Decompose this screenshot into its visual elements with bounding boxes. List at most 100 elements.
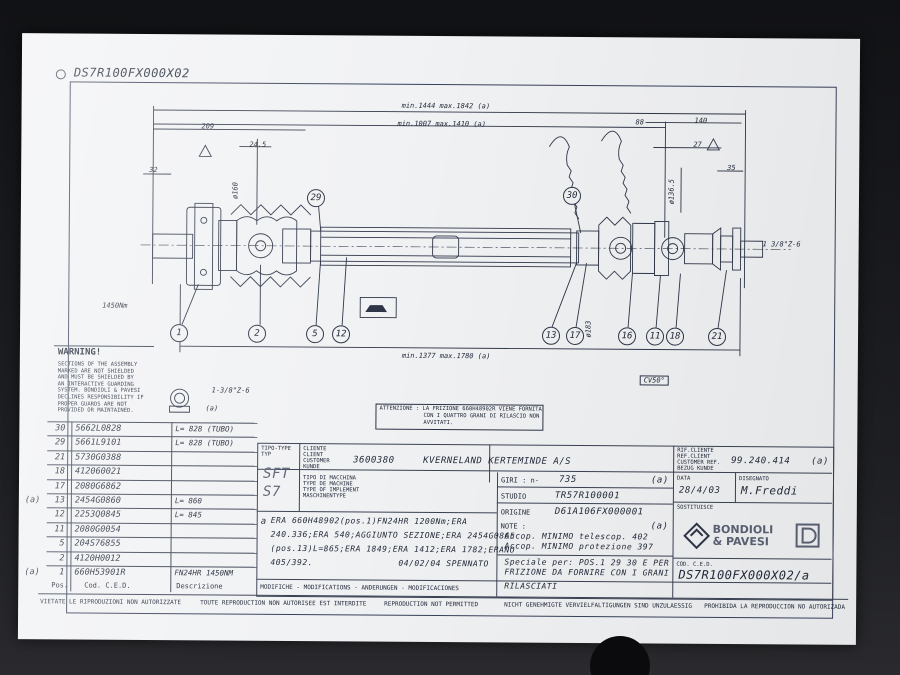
giri-value: 735: [558, 474, 577, 485]
row-pos: 12: [54, 509, 65, 520]
note-mark: (a): [650, 521, 669, 532]
row-code: 5730G0388: [75, 452, 122, 463]
dim-209: 209: [201, 122, 215, 131]
data-label: DATA: [677, 475, 691, 482]
dim-140: 140: [694, 116, 708, 125]
mod-line-3: (pos.13)L=865;ERA 1849;ERA 1412;ERA 1782…: [270, 543, 516, 555]
balloon-11: 11: [645, 327, 665, 346]
row-pos: 29: [54, 437, 66, 448]
speciale-3: RILASCIATI: [504, 581, 558, 591]
balloon-12: 12: [331, 325, 351, 344]
cliente-label: CLIENTE CLIENT CUSTOMER KUNDE: [303, 446, 330, 471]
row-pos: 30: [55, 423, 66, 434]
row-desc: L= 828 (TUBO): [175, 424, 235, 434]
rif-value: 99.240.414: [731, 456, 791, 467]
drawing-sheet: DS7R100FX000X02: [17, 33, 861, 645]
shaft-drawing: [140, 105, 791, 413]
spline-left: 1-3/8"Z-6: [211, 386, 250, 395]
dim-closed: min.1377 max.1780 (a): [401, 351, 491, 361]
torque-label: 1450Nm: [102, 301, 128, 310]
row-pos: 13: [54, 495, 65, 506]
logo-diamond-icon: [683, 522, 711, 550]
note-label: NOTE :: [500, 522, 527, 531]
row-mark: (a): [24, 495, 41, 506]
cliente-code: 3600380: [353, 455, 395, 466]
attention-line: AVVITATI.: [423, 419, 454, 427]
macchina-label: TIPO DI MACCHINA TYPE DE MACHINE TYPE OF…: [302, 475, 360, 500]
row-code: 412060021: [75, 466, 122, 477]
dim-overall-max: min.1444 max.1842 (a): [401, 101, 491, 111]
row-code: 5662L0828: [75, 423, 122, 434]
bondioli-logo: [683, 522, 711, 550]
warning-line: SYSTEM. BONDIOLI & PAVESI: [57, 387, 141, 395]
brand-name: BONDIOLI & PAVESI: [712, 522, 774, 549]
studio-value: TR57R100001: [554, 490, 621, 502]
row-desc: L= 860: [174, 496, 202, 506]
row-pos: 21: [54, 452, 66, 463]
row-pos: 18: [54, 466, 66, 477]
warning-line: PROVIDED OR MAINTAINED.: [57, 407, 134, 415]
row-code: 660H53901R: [74, 567, 126, 578]
dim-24-5: 24.5: [249, 140, 267, 149]
row-code: 2080G0054: [74, 524, 121, 535]
data-value: 28/4/03: [678, 485, 721, 496]
attention-line: CON I QUATTRO GRANI DI RILASCIO NON: [423, 412, 540, 420]
dim-183: ø183: [584, 320, 593, 338]
mod-date: 04/02/04 SPENNATO: [398, 558, 489, 569]
row-pos: 1: [59, 567, 65, 578]
mod-line-1: ERA 660H48902(pos.1)FN24HR 1200Nm;ERA: [270, 515, 468, 527]
origine-label: ORIGINE: [500, 508, 531, 517]
row-desc: FN24HR 1450NM: [174, 568, 234, 578]
disegnato-label: DISEGNATO: [739, 476, 769, 483]
rif-label: RIF.CLIENTE REF.CLIENT CUSTOMER REF. BEZ…: [677, 447, 721, 472]
cv-angle-box: CV50°: [639, 375, 669, 386]
footer-text: VIETATE LE RIPRODUZIONI NON AUTORIZZATE: [40, 598, 182, 607]
row-desc: L= 828 (TUBO): [175, 438, 235, 448]
parts-header-pos: Pos.: [51, 581, 69, 590]
row-pos: 5: [59, 538, 65, 549]
mod-mark: a: [260, 516, 267, 527]
parts-header-code: Cod. C.E.D.: [84, 581, 131, 590]
tb-v4: [734, 472, 737, 503]
row-pos: 11: [54, 524, 65, 535]
mod-line-4: 405/392.: [270, 557, 313, 568]
speciale-2: FRIZIONE DA FORNIRE CON I GRANI: [504, 567, 670, 578]
tipo-label: TIPO-TYPE TYP: [261, 445, 292, 458]
dim-136: ø136.5: [667, 178, 676, 205]
studio-label: STUDIO: [500, 492, 527, 501]
attention-line: ATTENZIONE : LA FRIZIONE 660H48902R VIEN…: [379, 405, 542, 413]
cliente-name: KVERNELAND KERTEMINDE A/S: [423, 455, 572, 467]
note-line-1: Accop. MINIMO telescop. 402: [504, 531, 649, 542]
disegnato-value: M.Freddi: [740, 484, 798, 498]
giri-mark: (a): [650, 475, 669, 486]
footer-text: TOUTE REPRODUCTION NON AUTORISEE EST INT…: [200, 599, 367, 608]
cod-value: DS7R100FX000X02/a: [678, 567, 810, 583]
balloon-1: 1: [169, 324, 189, 343]
balloon-16: 16: [617, 327, 637, 346]
row-code: 5661L9101: [75, 437, 122, 449]
balloon-30: 30: [562, 186, 582, 205]
tipo-value: SFT S7: [262, 465, 290, 500]
warning-line: SECTIONS OF THE ASSEMBLY: [57, 361, 138, 368]
row-code: 2253Q0845: [74, 509, 121, 521]
footer-text: REPRODUCTION NOT PERMITTED: [384, 600, 479, 609]
dim-telescope: min.1007 max.1410 (a): [397, 119, 487, 129]
dim-27: 27: [693, 140, 702, 149]
dim-160: ø160: [231, 182, 240, 200]
dim-88: 88: [635, 118, 644, 127]
rif-mark: (a): [811, 456, 829, 467]
speciale-1: Speciale per: POS.1 29 30 E PER: [504, 557, 670, 568]
dim-35: 35: [727, 164, 736, 173]
balloon-5: 5: [305, 325, 325, 344]
parts-table: 30 5662L0828 L= 828 (TUBO) 29 5661L9101 L= 82…: [24, 421, 258, 593]
row-desc: L= 845: [174, 510, 202, 520]
spline-right: 1 3/8"Z-6: [762, 240, 801, 249]
note-line-2: Accop. MINIMO protezione 397: [504, 541, 654, 552]
balloon-29: 29: [306, 189, 326, 208]
warning-line: AND MUST BE SHIELDED BY: [57, 374, 134, 382]
brand-mark-icon: [795, 523, 820, 548]
row-code: 2454G0860: [74, 495, 121, 506]
warning-line: AN INTERACTIVE GUARDING: [57, 381, 134, 388]
